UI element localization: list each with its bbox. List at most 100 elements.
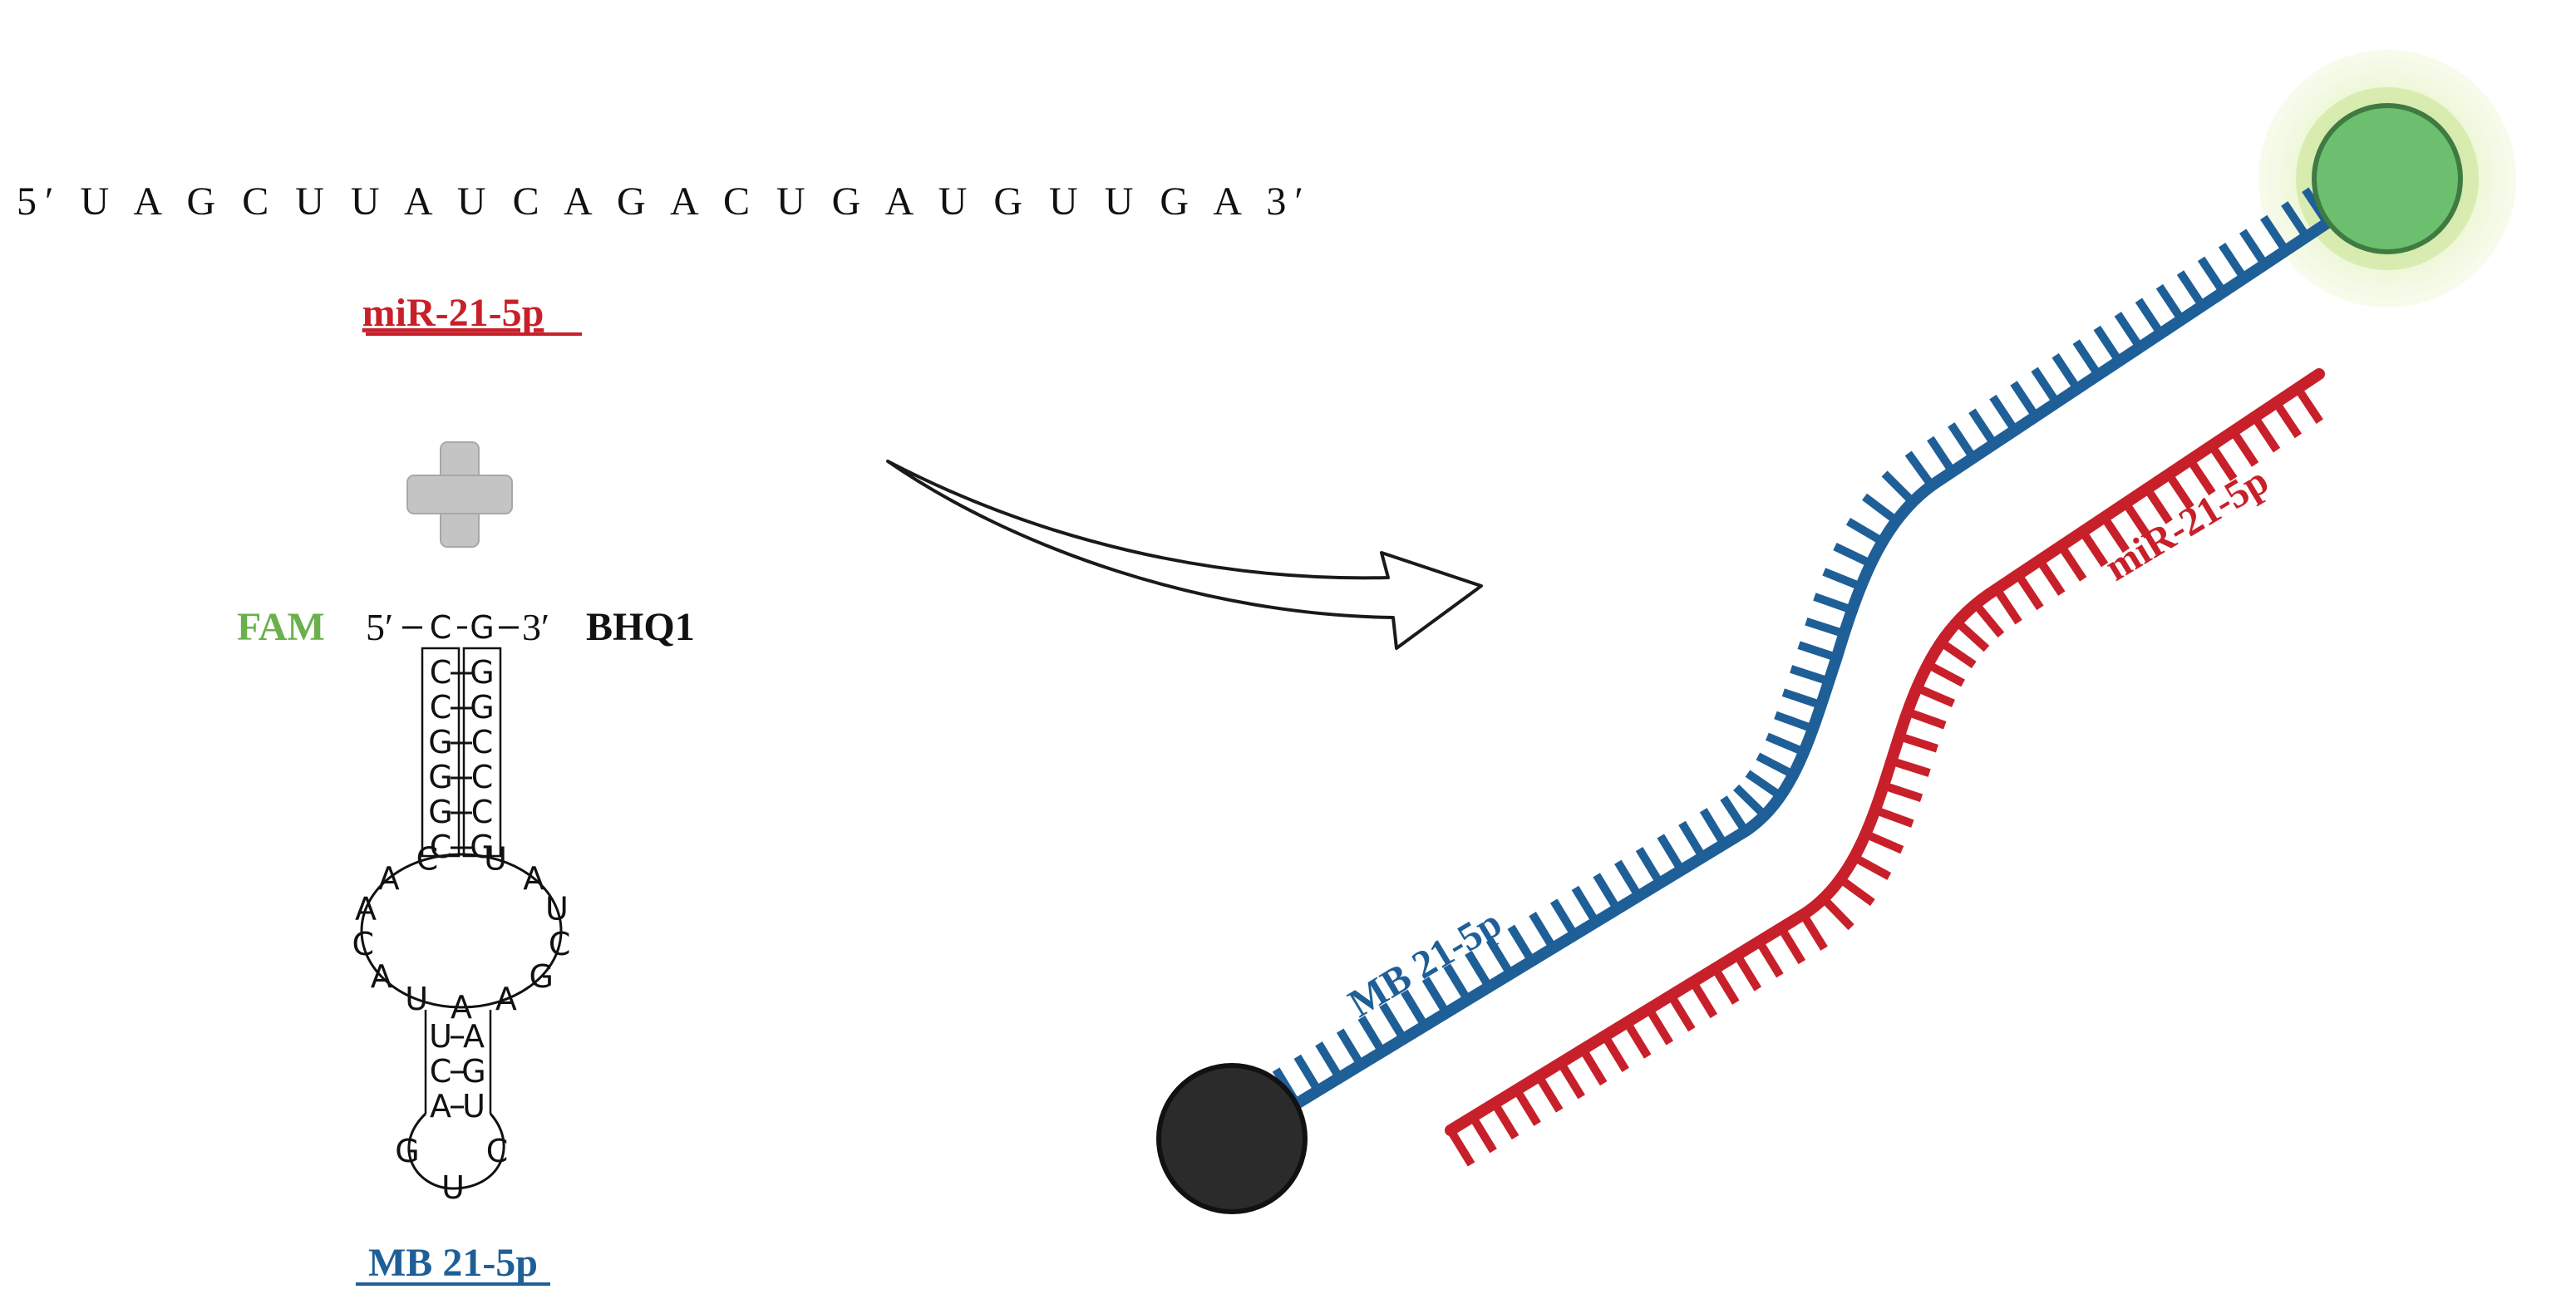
target-base-tick: [1733, 952, 1762, 992]
lower-stem-base: U: [429, 1018, 452, 1055]
loop-base: C: [549, 926, 571, 962]
lower-stem-base: A: [463, 1018, 485, 1055]
target-base-tick: [2014, 572, 2044, 611]
probe-base-tick: [1845, 518, 1885, 545]
loop-base: A: [495, 981, 517, 1017]
loop-base: C: [352, 926, 375, 962]
stem-base: C: [430, 654, 452, 691]
probe-base-tick: [1485, 937, 1515, 977]
target-base-tick: [2122, 500, 2151, 539]
target-base-tick: [1645, 1006, 1674, 1046]
probe-base-tick: [1336, 1028, 1365, 1067]
target-base-tick: [1864, 829, 1904, 854]
target-strand-backbone: [1445, 368, 2325, 1136]
probe-base-tick: [1904, 450, 1935, 489]
stem-base: G: [470, 829, 494, 865]
target-base-tick: [1938, 638, 1977, 669]
probe-base-tick: [1765, 732, 1806, 756]
target-base-tick: [2229, 429, 2259, 467]
target-base-tick: [1800, 912, 1828, 951]
target-base-tick: [1889, 756, 1931, 777]
probe-base-tick: [1781, 688, 1823, 710]
target-base-tick: [1852, 854, 1892, 880]
probe-base-tick: [1699, 808, 1728, 847]
target-sequence: 5′ U A G C U U A U C A G A C U G A U G U…: [17, 180, 1312, 224]
target-base-tick: [2186, 457, 2216, 496]
target-base-tick: [1513, 1087, 1541, 1126]
probe-base-tick: [2197, 256, 2227, 295]
stem-base: G: [470, 654, 494, 691]
probe-base-tick: [1401, 989, 1429, 1028]
probe-base-tick: [2281, 201, 2310, 239]
lower-loop-base: U: [441, 1169, 465, 1206]
probe-base-tick: [2051, 353, 2081, 391]
lower-stem-base: G: [461, 1053, 485, 1090]
fam-fluorophore: [2312, 103, 2463, 254]
lower-loop-base: C: [486, 1133, 509, 1169]
probe-base-tick: [1678, 820, 1707, 859]
target-base-tick: [1711, 966, 1740, 1005]
stem-base: G: [428, 759, 452, 795]
probe-base-tick: [1357, 1015, 1387, 1055]
probe-base-tick: [1593, 873, 1621, 912]
loop-base: G: [529, 958, 554, 995]
target-base-tick: [1557, 1060, 1585, 1100]
target-base-tick: [1874, 805, 1914, 828]
target-base-tick: [1992, 586, 2022, 625]
fam-label: FAM: [237, 605, 325, 649]
target-base-tick: [1667, 993, 1696, 1032]
probe-base-tick: [1315, 1041, 1343, 1080]
stem-base: C: [430, 609, 452, 646]
probe-base-tick: [1549, 898, 1579, 937]
probe-base-tick: [2093, 325, 2123, 364]
target-base-tick: [1882, 781, 1923, 802]
probe-base-tick: [2260, 214, 2289, 253]
probe-base-tick: [1833, 543, 1873, 568]
loop-base: U: [405, 981, 428, 1017]
bhq1-label: BHQ1: [586, 605, 695, 649]
target-base-tick: [1905, 707, 1947, 730]
probe-base-tick: [1720, 795, 1749, 834]
stem-base: C: [430, 829, 452, 865]
probe-base-tick: [1379, 1002, 1407, 1041]
probe-label: MB 21-5p: [368, 1241, 538, 1285]
target-base-tick: [1756, 939, 1784, 978]
lower-stem-backbone: [424, 1010, 492, 1114]
probe-base-tick: [1733, 784, 1768, 819]
probe-base-tick: [1968, 408, 1998, 447]
probe-base-tick: [1465, 950, 1493, 990]
target-base-tick: [1490, 1100, 1519, 1140]
target-base-tick: [1689, 979, 1718, 1019]
loop-base: A: [371, 958, 392, 995]
probe-base-tick: [2239, 229, 2268, 267]
target-base-tick: [1534, 1074, 1564, 1113]
reaction-arrow: [886, 460, 1483, 650]
loop-base: U: [545, 891, 569, 928]
target-base-tick: [1469, 1115, 1497, 1154]
probe-base-tick: [1635, 846, 1664, 886]
target-base-tick: [2079, 529, 2109, 568]
probe-base-tick: [2218, 242, 2248, 281]
loop-backbone: [360, 853, 563, 1009]
probe-base-tick: [2114, 312, 2144, 350]
stem-base: C: [471, 794, 494, 830]
probe-base-tick: [2072, 339, 2102, 377]
lower-loop-base: G: [395, 1133, 419, 1169]
target-base-tick: [1898, 732, 1938, 753]
probe-base-tick: [2031, 367, 2061, 406]
probe-base-tick: [1571, 885, 1600, 925]
probe-base-tick: [1805, 617, 1846, 638]
probe-base-tick: [1797, 641, 1839, 662]
probe-base-tick: [1529, 912, 1557, 951]
loop-base: A: [355, 891, 377, 928]
target-base-tick: [1838, 875, 1875, 907]
target-base-tick: [2143, 486, 2173, 524]
stem-base: C: [471, 759, 494, 795]
target-base-tick: [2273, 400, 2303, 439]
loop-base: U: [484, 841, 507, 878]
target-base-tick: [1446, 1128, 1475, 1167]
loop-base: A: [523, 860, 544, 897]
target-base-tick: [2251, 414, 2281, 453]
